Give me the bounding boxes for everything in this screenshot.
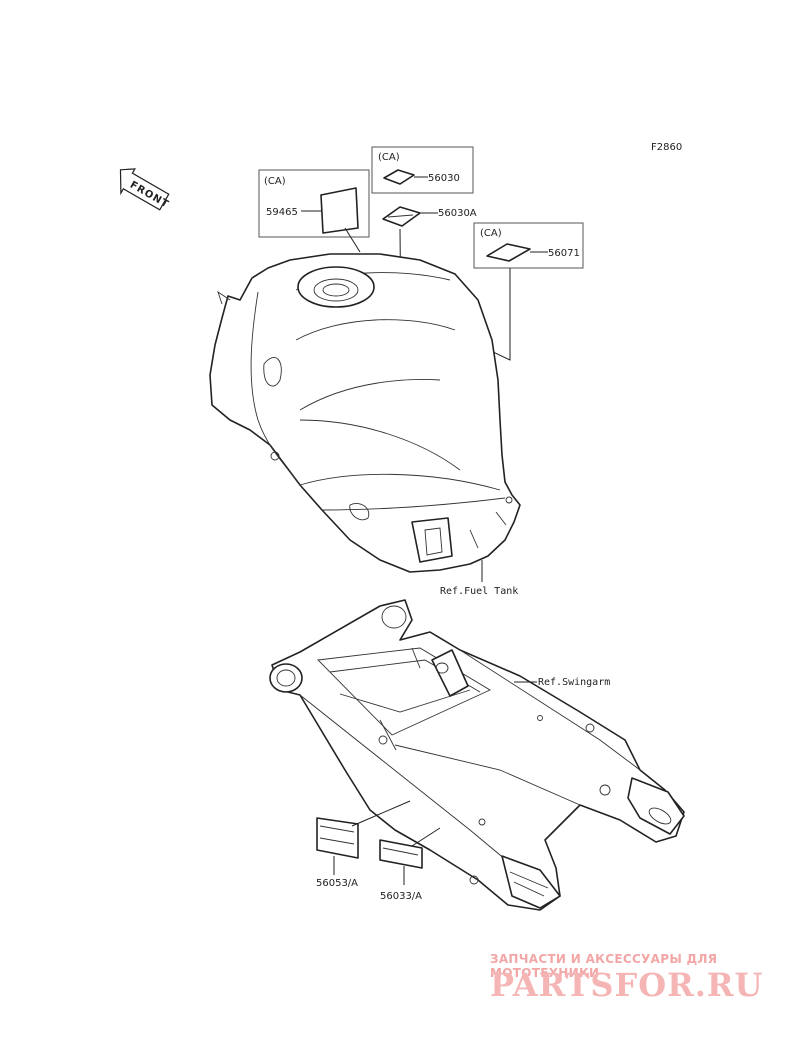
part-label-56053: 56053/A [316,878,358,889]
callout-56030[interactable]: (CA) 56030 [371,146,474,194]
callout-59465[interactable]: (CA) 59465 [258,169,370,253]
figure-code: F2860 [651,142,682,153]
part-56053[interactable]: 56053/A [316,800,411,889]
label-sticker-59465 [320,187,359,234]
front-arrow-icon: FRONT [119,168,171,211]
swingarm [269,599,685,911]
swingarm-outline [271,599,685,911]
leader-56033-swingarm [411,827,441,847]
label-sticker-56071 [486,243,531,262]
filler-cap [297,266,375,308]
ref-fuel-tank: Ref.Fuel Tank [440,586,518,597]
fuel-tank [209,253,521,573]
ca-tag-56030: (CA) [378,152,400,163]
leader-59465-tank [344,227,361,253]
part-label-56030: 56030 [428,173,460,184]
ca-tag-56071: (CA) [480,228,502,239]
callout-box-56071 [473,222,584,269]
ref-swingarm: Ref.Swingarm [538,677,610,688]
leader-56053-swingarm [351,800,411,827]
part-label-56033: 56033/A [380,891,422,902]
part-label-59465: 59465 [266,207,298,218]
callout-box-56030 [371,146,474,194]
fuel-tank-outline [209,253,521,573]
part-label-56071: 56071 [548,248,580,259]
label-sticker-56033 [379,839,423,869]
watermark-logo[interactable]: PARTSFOR.RU [490,966,764,1004]
label-sticker-56030 [383,169,415,185]
swingarm-pivot [269,663,303,693]
label-sticker-56053 [316,817,359,859]
label-sticker-56030a [382,206,421,227]
ca-tag-59465: (CA) [264,176,286,187]
watermark-tagline: ЗАПЧАСТИ И АКСЕССУАРЫ ДЛЯ МОТОТЕХНИКИ [490,952,718,980]
part-56033[interactable]: 56033/A [379,827,441,902]
callout-box-59465 [258,169,370,238]
part-label-56030a: 56030A [438,208,477,219]
